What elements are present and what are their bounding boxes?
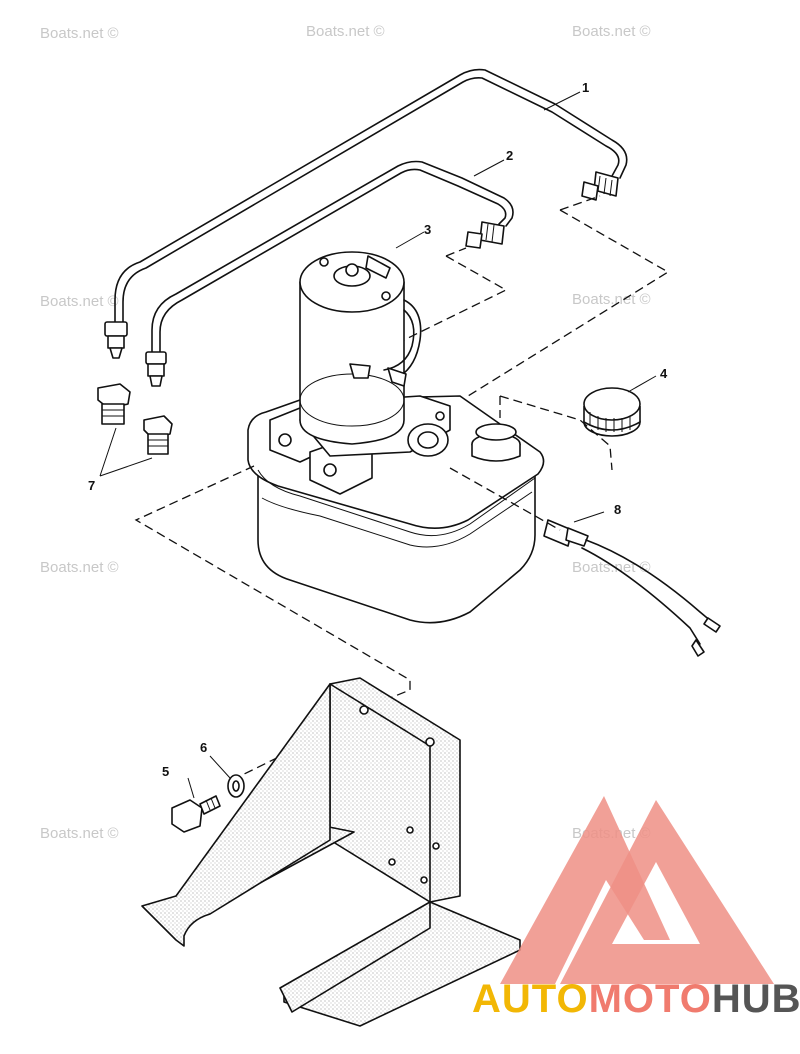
callout-1: 1 <box>582 80 589 95</box>
logo-moto: MOTO <box>589 977 712 1021</box>
watermark: Boats.net © <box>40 825 119 842</box>
watermark: Boats.net © <box>572 559 651 576</box>
bolt <box>171 795 221 833</box>
watermark: Boats.net © <box>572 23 651 40</box>
motor-wires <box>349 299 422 387</box>
leader-lines <box>99 91 657 799</box>
fill-neck <box>471 423 521 462</box>
watermark: Boats.net © <box>306 23 385 40</box>
logo-triangle-left <box>500 796 670 984</box>
watermark: Boats.net © <box>40 293 119 310</box>
mounting-bracket <box>141 677 521 1027</box>
callout-4: 4 <box>660 366 668 381</box>
logo-triangle-right <box>560 800 774 984</box>
watermark: Boats.net © <box>40 559 119 576</box>
watermark: Boats.net © <box>40 25 119 42</box>
callout-3: 3 <box>424 222 431 237</box>
watermark: Boats.net © <box>572 291 651 308</box>
callout-2: 2 <box>506 148 513 163</box>
hydraulic-line-1 <box>104 68 628 359</box>
fitting-line-1-right <box>581 171 619 201</box>
fitting-7b <box>143 415 173 455</box>
fitting-line-1-left <box>104 321 128 359</box>
logo-auto: AUTO <box>472 977 589 1021</box>
washer <box>227 774 245 798</box>
automotohub-logo: AUTOMOTOHUB <box>472 796 800 1021</box>
fitting-line-2-right <box>465 221 505 249</box>
callout-7: 7 <box>88 478 95 493</box>
hydraulic-line-2 <box>145 160 514 387</box>
fitting-7a <box>97 383 131 425</box>
callout-8: 8 <box>614 502 621 517</box>
logo-hub: HUB <box>712 977 800 1021</box>
sender-switch <box>543 519 721 657</box>
callout-6: 6 <box>200 740 207 755</box>
fittings-7 <box>97 383 173 455</box>
fitting-line-2-left <box>145 351 167 387</box>
pump-port <box>407 423 449 457</box>
callout-5: 5 <box>162 764 169 779</box>
logo-mark <box>500 796 774 984</box>
motor <box>299 251 422 445</box>
callouts: 1 2 3 4 5 6 7 8 <box>88 80 668 779</box>
logo-wordmark: AUTOMOTOHUB <box>472 977 800 1021</box>
reservoir-cap <box>583 387 641 437</box>
